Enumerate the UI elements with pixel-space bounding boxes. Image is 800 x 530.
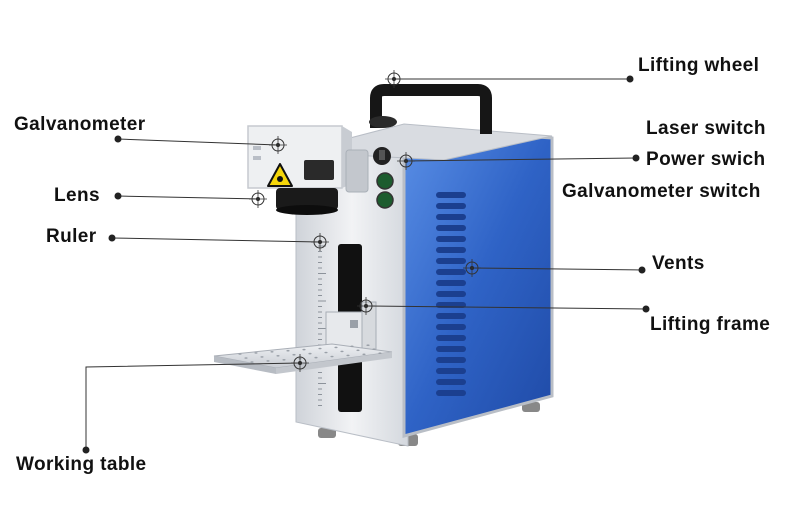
label-dots [82, 75, 650, 454]
table-hole [292, 353, 296, 356]
head-neck [345, 149, 369, 193]
lifting-bracket [325, 301, 377, 357]
label-vents: Vents [652, 253, 705, 274]
vent-slot [436, 390, 466, 396]
table-hole [276, 355, 280, 357]
table-hole [334, 346, 338, 349]
table-hole [302, 348, 306, 351]
table-hole [366, 344, 370, 347]
table-hole [250, 361, 254, 363]
vent-slot [436, 192, 466, 198]
vent-slot [436, 247, 466, 253]
table-hole [260, 356, 264, 358]
vent-slot [436, 203, 466, 209]
table-hole [282, 359, 286, 361]
table-hole [350, 345, 354, 348]
label-lens: Lens [54, 185, 100, 206]
table-hole [308, 352, 312, 355]
vent-slot [436, 291, 466, 297]
label-laser-switch: Laser switch [646, 118, 766, 139]
table-hole [270, 351, 274, 353]
label-galvanometer-switch: Galvanometer switch [562, 181, 761, 202]
working-table-plate [213, 343, 393, 374]
lens-barrel [276, 188, 338, 215]
blue-housing [402, 126, 554, 438]
vent-slot [436, 324, 466, 330]
table-hole [356, 349, 360, 352]
vent-slot [436, 313, 466, 319]
crosshair-marker [311, 233, 329, 251]
leader-lines [85, 78, 647, 450]
crosshair-marker [291, 354, 309, 372]
table-hole [324, 351, 328, 354]
label-working-table: Working table [16, 454, 147, 475]
crosshair-marker [269, 136, 287, 154]
table-hole [238, 353, 242, 355]
vent-slot [436, 357, 466, 363]
vent-slot [436, 269, 466, 275]
vent-slot [436, 280, 466, 286]
vent-slot [436, 225, 466, 231]
switch-panel [373, 147, 394, 209]
vent-slot [436, 258, 466, 264]
crosshair-marker [385, 70, 403, 88]
crosshair-marker [357, 297, 375, 315]
vent-slot [436, 236, 466, 242]
lifting-handle [369, 84, 492, 134]
table-hole [266, 360, 270, 362]
crosshair-marker [463, 259, 481, 277]
vents-slots [436, 192, 466, 396]
label-galvanometer: Galvanometer [14, 114, 146, 135]
table-hole [346, 354, 350, 357]
table-hole [372, 348, 376, 351]
vent-slot [436, 368, 466, 374]
crosshair-marker [397, 152, 415, 170]
vent-slot [436, 214, 466, 220]
label-lifting-frame: Lifting frame [650, 314, 771, 335]
table-hole [286, 349, 290, 352]
galvanometer-head [247, 125, 352, 189]
table-hole [318, 347, 322, 350]
crosshair-marker [249, 190, 267, 208]
vent-slot [436, 346, 466, 352]
vent-slot [436, 379, 466, 385]
table-hole [244, 357, 248, 359]
table-hole [330, 355, 334, 358]
label-lifting-wheel: Lifting wheel [638, 55, 760, 76]
table-hole [378, 352, 382, 355]
label-ruler: Ruler [46, 226, 97, 247]
label-power-switch: Power swich [646, 149, 766, 170]
vent-slot [436, 335, 466, 341]
table-hole [254, 352, 258, 354]
target-markers [249, 70, 481, 372]
table-hole [314, 356, 318, 359]
table-hole [362, 353, 366, 356]
table-hole [340, 350, 344, 353]
